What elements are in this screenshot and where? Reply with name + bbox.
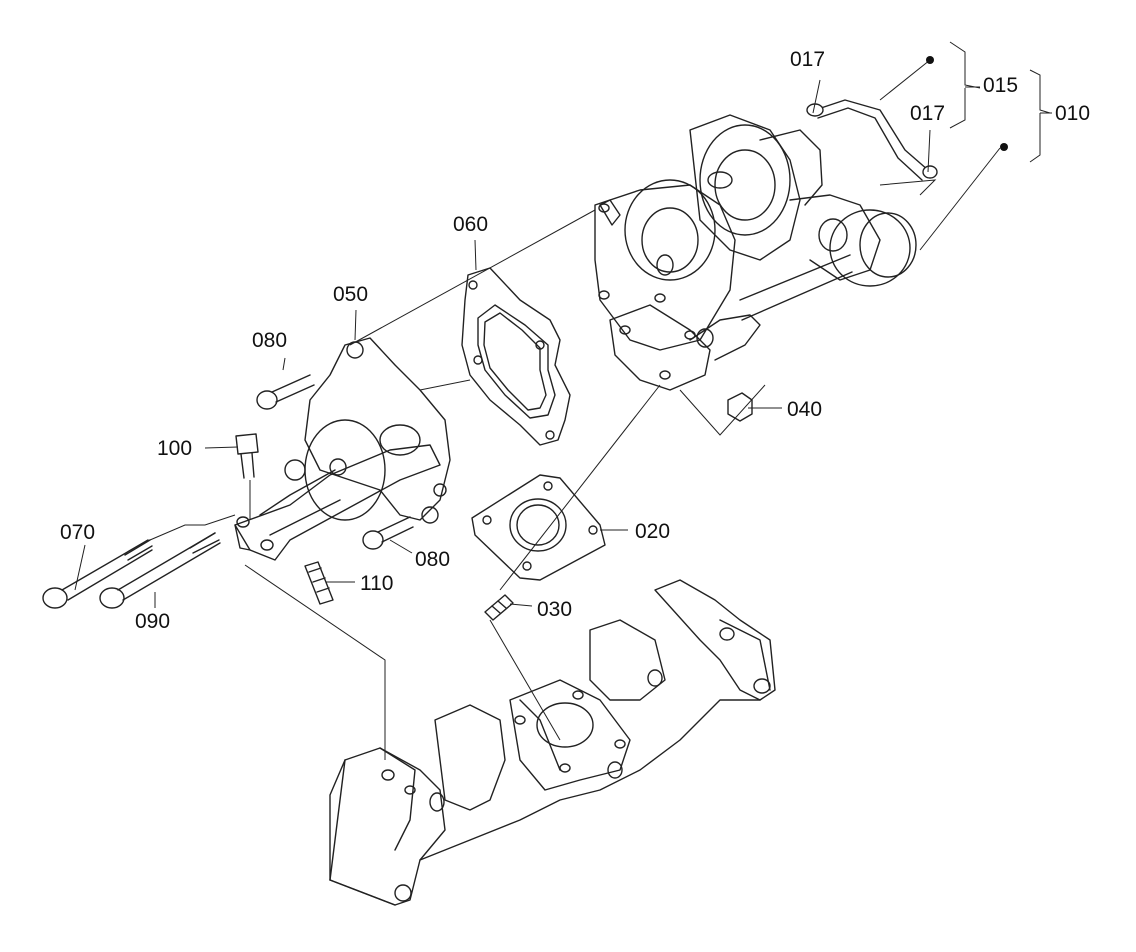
bolt-090 (99, 532, 221, 609)
gasket-020 (471, 474, 606, 581)
turbocharger-assembly (594, 114, 917, 391)
callout-080-upper: 080 (252, 329, 287, 352)
callout-100: 100 (157, 437, 192, 460)
assembly-end-dot (1000, 143, 1008, 151)
callout-010: 010 (1055, 102, 1090, 125)
callout-020: 020 (635, 520, 670, 543)
leader-lines (74, 41, 1052, 760)
callout-015: 015 (983, 74, 1018, 97)
callout-030: 030 (537, 598, 572, 621)
callout-080-lower: 080 (415, 548, 450, 571)
bolt-080-upper (256, 374, 315, 410)
callout-017-b: 017 (910, 102, 945, 125)
nut-040 (727, 392, 753, 422)
gasket-060 (461, 267, 571, 446)
stud-110 (304, 561, 334, 605)
callout-040: 040 (787, 398, 822, 421)
callout-017-a: 017 (790, 48, 825, 71)
callout-050: 050 (333, 283, 368, 306)
support-bracket (234, 444, 441, 561)
bolt-070 (42, 539, 153, 609)
pipe-end-dot (926, 56, 934, 64)
callout-110: 110 (360, 572, 393, 595)
exhaust-manifold (329, 579, 776, 906)
callout-060: 060 (453, 213, 488, 236)
bolt-100 (235, 433, 259, 479)
callout-090: 090 (135, 610, 170, 633)
oil-pipe (806, 99, 938, 181)
exhaust-elbow-050 (304, 337, 451, 524)
bolt-080-lower (362, 516, 414, 550)
stud-030 (484, 594, 514, 621)
callout-070: 070 (60, 521, 95, 544)
